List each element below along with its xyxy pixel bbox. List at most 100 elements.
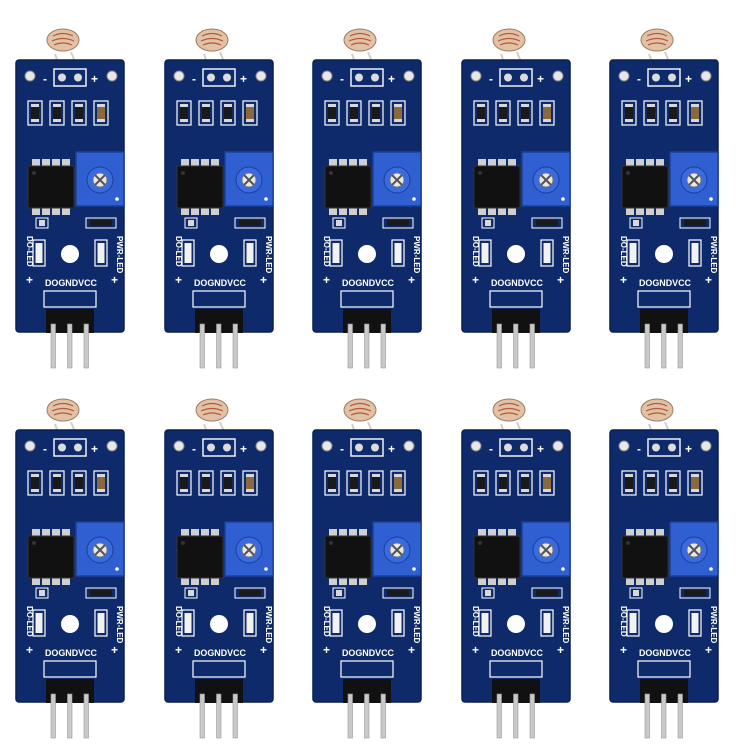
module-drawing: - + [460,398,571,739]
mount-hole-right [106,70,118,82]
ldr-pads [350,68,384,87]
center-hole [655,615,673,633]
plus-label: + [388,72,395,86]
pwr-led [391,239,405,267]
minus-label: - [43,442,47,456]
comparator-chip [27,159,75,215]
do-led-label: DO-LED [471,236,480,267]
pin-labels: DOGNDVCC [491,278,543,289]
pwr-led-label: PWR-LED [709,606,718,644]
minus-label: - [489,72,493,86]
pin-labels: DOGNDVCC [194,648,246,659]
pin-gnd [661,693,667,739]
pin-labels: DOGNDVCC [45,648,97,659]
photoresistor-sensor-module: - + [305,14,425,374]
plus-label: + [240,72,247,86]
comparator-chip [473,529,520,585]
mount-hole-right [106,440,118,452]
minus-label: - [192,442,196,456]
plus-label: + [685,72,692,86]
comparator-chip [176,529,223,585]
photoresistor-sensor-module: - + [8,14,128,374]
pin-gnd [512,323,518,369]
smd-resistors [27,470,109,496]
mount-hole-right [255,70,266,82]
photoresistor-sensor-module: - + [602,14,722,374]
pin-labels: DOGNDVCC [45,278,97,289]
mount-hole-left [321,440,333,452]
ldr-pads [498,438,533,457]
smd-small-parts [629,587,711,599]
module-drawing: - + [312,28,422,369]
potentiometer [669,151,719,207]
pin-do [199,693,205,739]
module-drawing: - + [15,398,125,739]
do-led [32,609,46,637]
pwr-led-plus: + [408,643,415,657]
do-led [180,239,195,267]
do-led-plus: + [620,273,627,287]
plus-label: + [91,72,98,86]
do-led [32,239,46,267]
pin-do [496,323,502,369]
pin-gnd [215,693,221,739]
smd-small-parts [332,587,414,599]
smd-resistors [621,470,703,496]
pin-labels: DOGNDVCC [194,278,246,289]
photoresistor [492,28,527,75]
photoresistor-sensor-module: - + [157,14,277,374]
potentiometer [75,151,125,207]
pin-labels: DOGNDVCC [342,648,394,659]
minus-label: - [637,442,641,456]
mount-hole-left [470,70,481,82]
pin-vcc [380,323,386,369]
smd-resistors [175,100,258,126]
pwr-led-label: PWR-LED [709,236,718,274]
center-hole [506,245,525,263]
photoresistor-sensor-module: - + [8,384,128,744]
center-hole [655,245,673,263]
pwr-led [391,609,405,637]
ldr-pads [498,68,533,87]
pin-do [644,693,650,739]
mount-hole-left [618,440,630,452]
pin-vcc [529,323,535,369]
pin-header [43,660,97,739]
smd-resistors [472,470,555,496]
module-drawing: - + [15,28,125,369]
smd-small-parts [184,587,265,599]
plus-label: + [537,72,544,86]
pin-header [488,660,543,739]
photoresistor-sensor-module: - + [454,14,574,374]
comparator-chip [324,529,372,585]
pin-do [496,693,502,739]
pwr-led-label: PWR-LED [561,606,570,644]
do-led-label: DO-LED [322,606,331,637]
smd-resistors [621,100,703,126]
potentiometer [520,521,571,577]
pwr-led-label: PWR-LED [412,606,421,644]
pin-labels: DOGNDVCC [342,278,394,289]
pin-labels: DOGNDVCC [639,648,691,659]
pin-do [347,323,353,369]
plus-label: + [388,442,395,456]
photoresistor [46,28,81,75]
plus-label: + [91,442,98,456]
photoresistor-sensor-module: - + [157,384,277,744]
do-led-plus: + [26,273,33,287]
smd-small-parts [35,587,117,599]
do-led-label: DO-LED [322,236,331,267]
mount-hole-left [321,70,333,82]
minus-label: - [192,72,196,86]
do-led-plus: + [323,273,330,287]
pwr-led [539,239,554,267]
center-hole [209,245,228,263]
smd-resistors [175,470,258,496]
do-led [329,239,343,267]
mount-hole-right [552,70,563,82]
mount-hole-left [173,440,184,452]
do-led-label: DO-LED [174,236,183,267]
pin-gnd [67,693,73,739]
pin-gnd [512,693,518,739]
pwr-led-plus: + [557,643,564,657]
